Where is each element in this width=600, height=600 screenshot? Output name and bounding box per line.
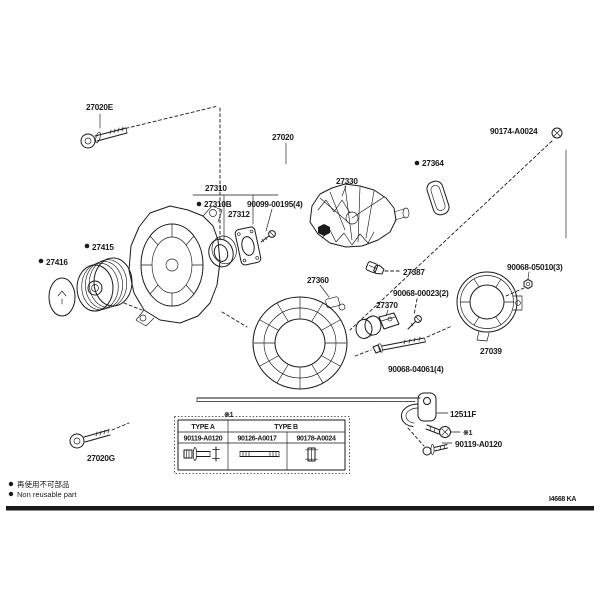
terminal-insulator-drawing: [365, 261, 385, 275]
stator-drawing: [252, 296, 348, 390]
label-90174-A0024: 90174-A0024: [490, 127, 538, 136]
pulley-cover-drawing: [48, 277, 76, 317]
front-bolt-lower-drawing: [69, 428, 111, 449]
label-27416: 27416: [46, 258, 68, 267]
insulator-drawing: [426, 180, 450, 216]
footer-rule: [6, 506, 594, 511]
label-27387: 27387: [403, 268, 425, 277]
non-reusable-legend: 再使用不可部品 Non reusable part: [8, 479, 78, 499]
label-27415: 27415: [92, 243, 114, 252]
label-90068-05010: 90068-05010(3): [507, 263, 563, 272]
label-90119-A0120: 90119-A0120: [455, 440, 503, 449]
table-cell-90119: 90119-A0120: [184, 436, 223, 443]
label-27364: 27364: [422, 159, 444, 168]
table-cell-90178: 90178-A0024: [296, 436, 336, 443]
page-footer: I4668 KA: [6, 496, 594, 511]
bearing-group-bracket: [192, 194, 279, 241]
part-labels: 27020E 27020 27310 27310B 90099-00195(4)…: [38, 103, 563, 463]
legend-english: Non reusable part: [17, 490, 78, 499]
stay-bolt-mid-drawing: [425, 424, 461, 438]
type-table: TYPE A TYPE B 90119-A0120 90126-A0017 90…: [174, 416, 350, 474]
stay-bracket-drawing: [196, 392, 437, 427]
label-90068-04061: 90068-04061(4): [388, 365, 444, 374]
legend-japanese: 再使用不可部品: [17, 479, 70, 489]
label-27360: 27360: [307, 276, 329, 285]
rotor-drawing: [309, 183, 410, 248]
table-cell-90126: 90126-A0017: [237, 436, 277, 443]
label-90068-00023: 90068-00023(2): [393, 289, 449, 298]
label-27312: 27312: [228, 210, 250, 219]
holder-screw-drawing: [407, 315, 422, 330]
label-27370: 27370: [376, 301, 398, 310]
terminal-nut-icon: [523, 271, 533, 289]
label-12511F: 12511F: [450, 410, 476, 419]
label-27310: 27310: [205, 184, 227, 193]
non-reusable-marker: [8, 481, 14, 487]
non-reusable-marker: [414, 160, 420, 166]
non-reusable-marker: [84, 243, 90, 249]
label-27020E: 27020E: [86, 103, 114, 112]
leader-lines: [99, 105, 567, 447]
front-bolt-upper-drawing: [80, 126, 128, 149]
label-27310B: 27310B: [204, 200, 232, 209]
bearing-drawing: [208, 235, 237, 268]
non-reusable-marker: [8, 491, 14, 497]
drive-end-frame-drawing: [128, 205, 223, 327]
label-27330: 27330: [336, 177, 358, 186]
brush-holder-drawing: [355, 312, 400, 339]
figure-code: I4668 KA: [549, 496, 576, 503]
type-a-bolt-icon: [183, 446, 220, 462]
through-bolt-icon: [551, 127, 563, 139]
retainer-screw-drawing: [260, 230, 276, 243]
label-27020G: 27020G: [87, 454, 115, 463]
non-reusable-marker: [38, 258, 44, 264]
stay-bolt-small-drawing: [422, 442, 453, 456]
bearing-retainer-drawing: [234, 226, 262, 266]
label-27039: 27039: [480, 347, 502, 356]
label-90099-00195: 90099-00195(4): [247, 200, 303, 209]
cover-screw-drawing: [372, 336, 426, 354]
table-header-type-b: TYPE B: [274, 424, 298, 431]
label-27020: 27020: [272, 133, 294, 142]
type-b-stud-icon: [239, 451, 280, 457]
label-ref1-bolt: ※1: [463, 429, 473, 437]
table-header-type-a: TYPE A: [191, 424, 214, 431]
type-b-nut-icon: [305, 447, 318, 462]
rear-cover-drawing: [456, 271, 523, 342]
non-reusable-marker: [196, 201, 202, 207]
pulley-drawing: [76, 257, 133, 312]
rotor-shaft-nut: [318, 224, 330, 236]
label-ref1-table: ※1: [224, 411, 234, 419]
